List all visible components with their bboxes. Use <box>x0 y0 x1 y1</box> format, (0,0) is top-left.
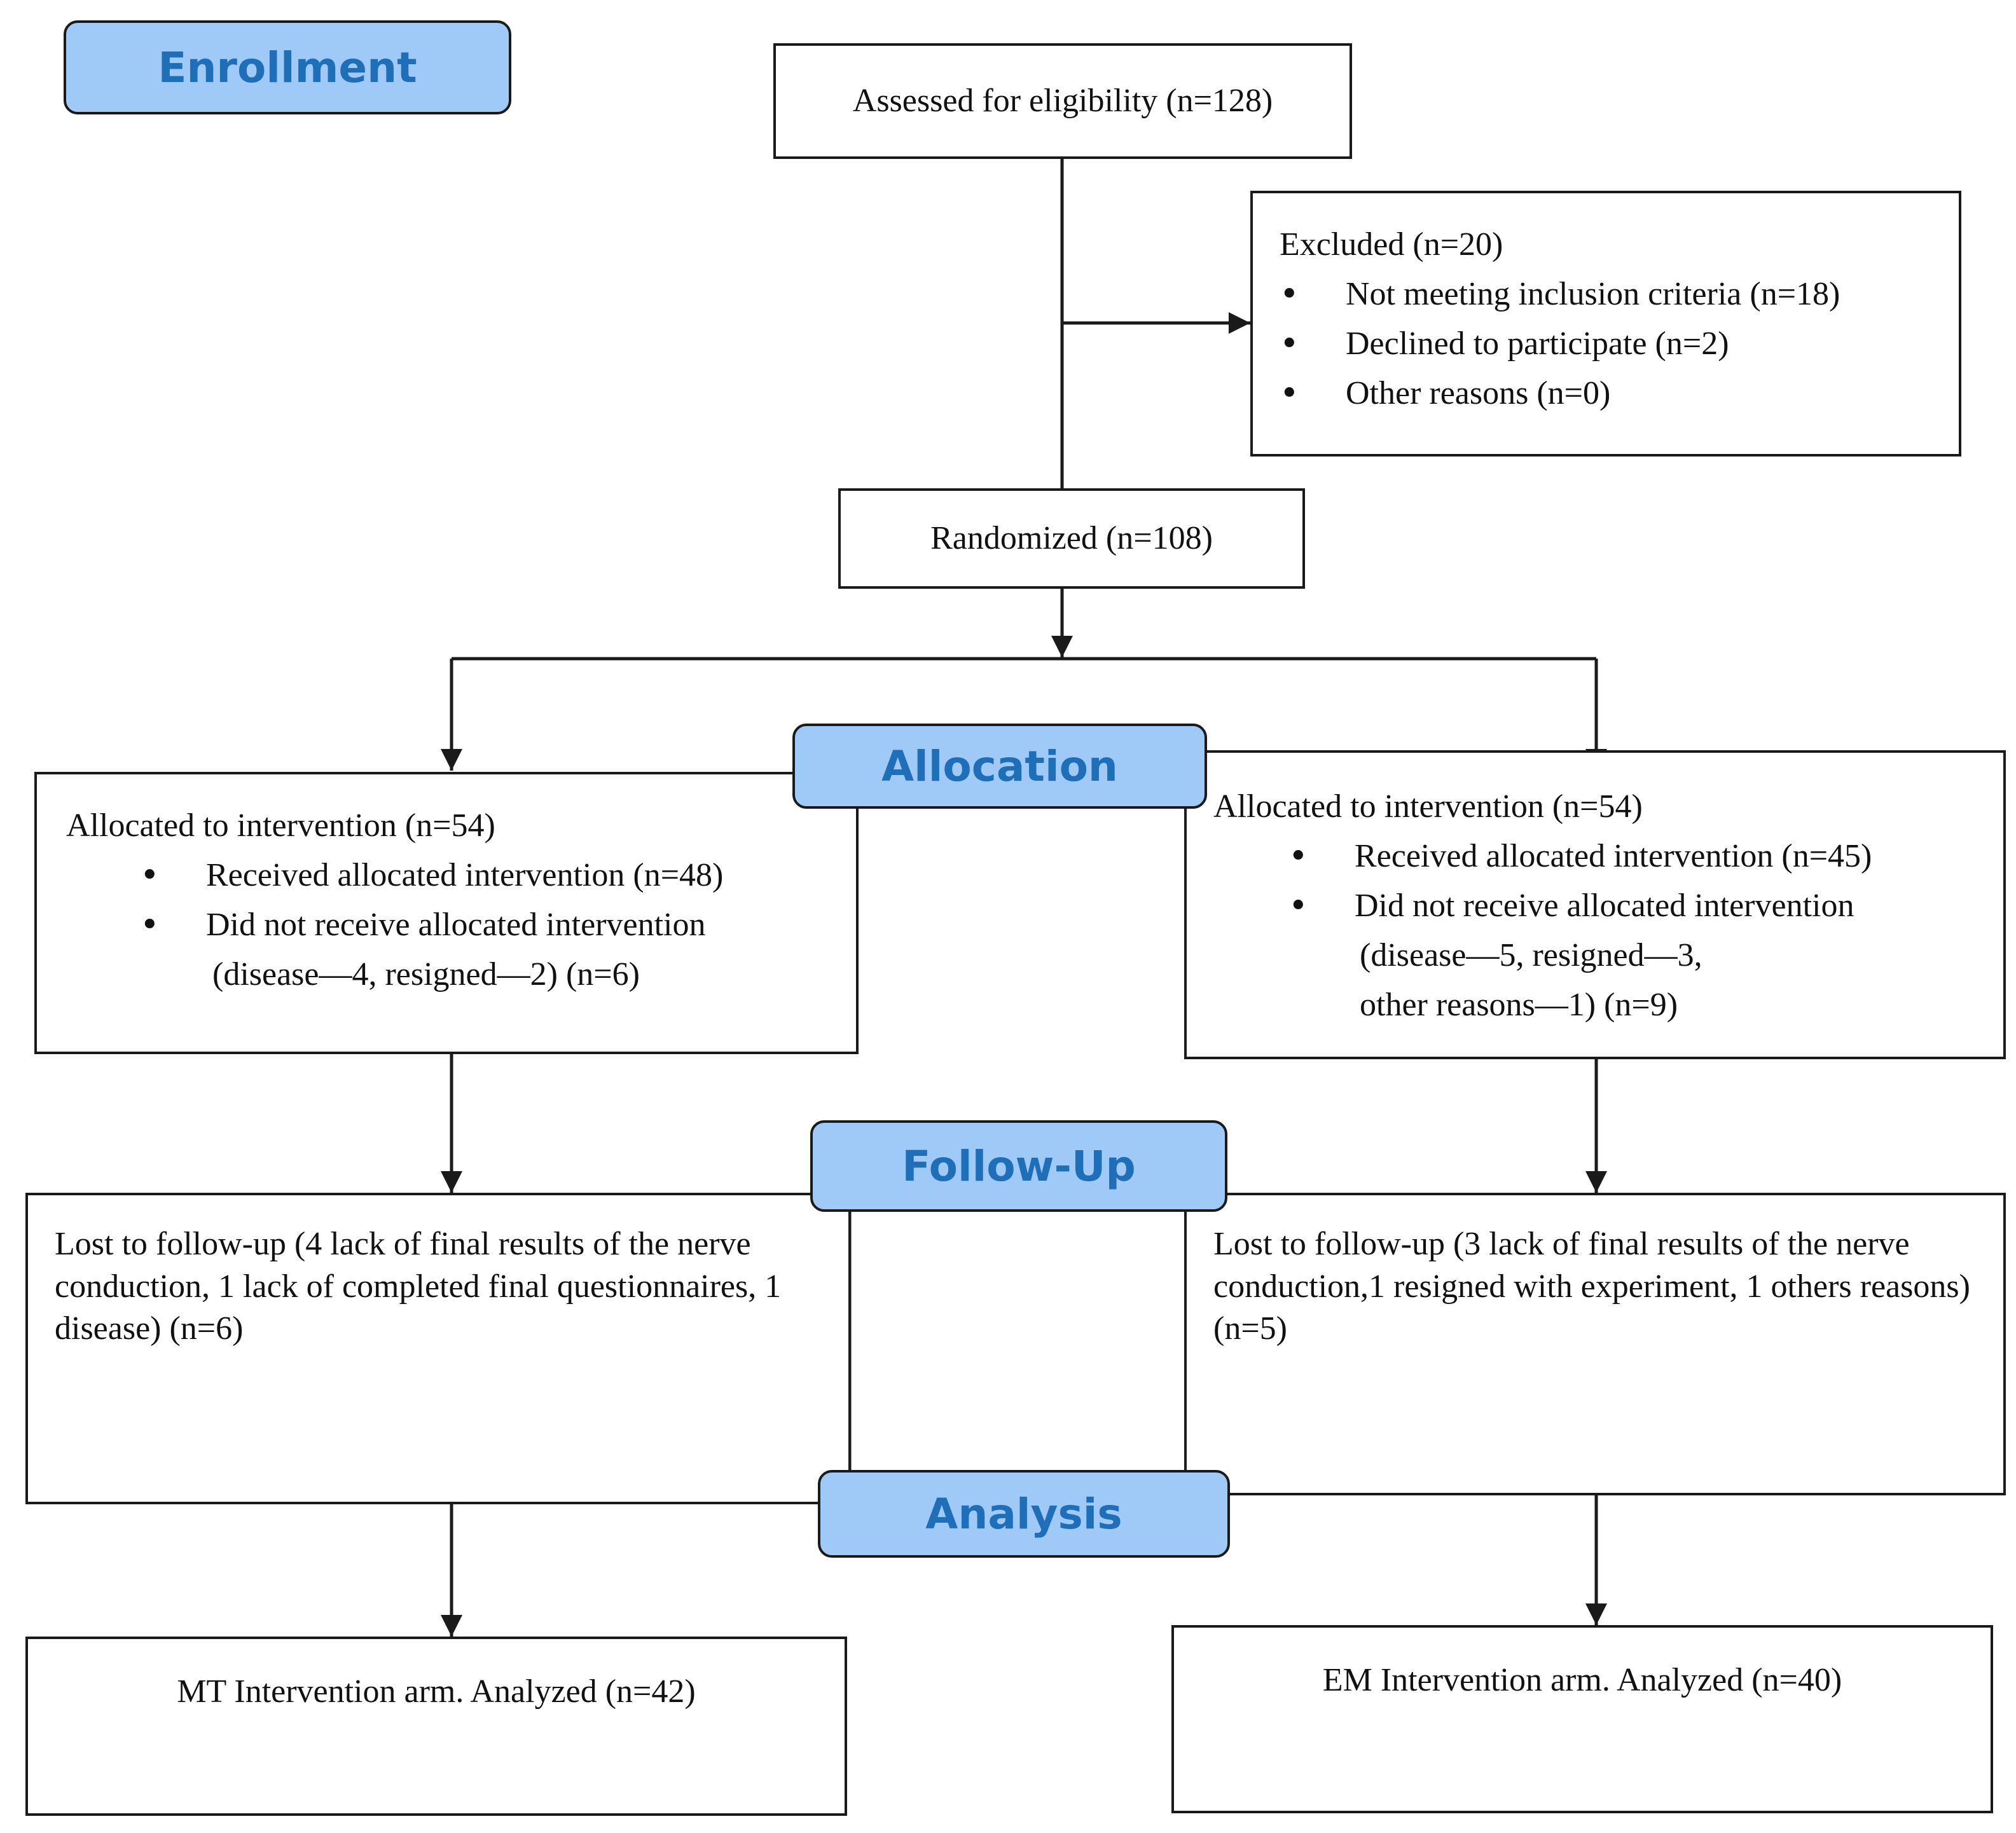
stage-enrollment: Enrollment <box>64 20 511 114</box>
allocation-right-item: Did not receive allocated intervention <box>1288 881 2003 931</box>
analysis-right-text: EM Intervention arm. Analyzed (n=40) <box>1322 1662 1842 1698</box>
randomized-box: Randomized (n=108) <box>838 488 1305 589</box>
followup-right-text: Lost to follow-up (3 lack of final resul… <box>1213 1226 1970 1347</box>
allocation-right-item: Received allocated intervention (n=45) <box>1288 832 2003 881</box>
analysis-left-text: MT Intervention arm. Analyzed (n=42) <box>177 1673 696 1710</box>
allocation-left-item: Did not receive allocated intervention <box>140 900 856 950</box>
stage-follow-up: Follow-Up <box>810 1120 1227 1212</box>
excluded-item: Declined to participate (n=2) <box>1280 319 1959 369</box>
excluded-box: Excluded (n=20) Not meeting inclusion cr… <box>1250 191 1961 457</box>
analysis-left-box: MT Intervention arm. Analyzed (n=42) <box>25 1637 847 1816</box>
stage-allocation: Allocation <box>792 724 1207 809</box>
allocation-right-box: Allocated to intervention (n=54) Receive… <box>1184 750 2006 1059</box>
allocation-left-note: (disease—4, resigned—2) (n=6) <box>212 956 640 992</box>
stage-analysis-label: Analysis <box>925 1489 1122 1539</box>
stage-analysis: Analysis <box>818 1470 1230 1558</box>
excluded-item: Not meeting inclusion criteria (n=18) <box>1280 270 1959 319</box>
assessed-box: Assessed for eligibility (n=128) <box>773 43 1352 159</box>
allocation-left-title: Allocated to intervention (n=54) <box>66 807 495 844</box>
allocation-right-note: (disease—5, resigned—3, <box>1360 937 1702 973</box>
allocation-left-list: Received allocated intervention (n=48) D… <box>140 851 856 950</box>
stage-follow-up-label: Follow-Up <box>902 1141 1136 1191</box>
allocation-left-item: Received allocated intervention (n=48) <box>140 851 856 900</box>
followup-right-box: Lost to follow-up (3 lack of final resul… <box>1184 1193 2006 1495</box>
stage-enrollment-label: Enrollment <box>158 43 417 92</box>
allocation-right-list: Received allocated intervention (n=45) D… <box>1288 832 2003 931</box>
excluded-title: Excluded (n=20) <box>1280 226 1503 263</box>
allocation-left-box: Allocated to intervention (n=54) Receive… <box>34 772 859 1054</box>
analysis-right-box: EM Intervention arm. Analyzed (n=40) <box>1171 1625 1993 1813</box>
followup-left-box: Lost to follow-up (4 lack of final resul… <box>25 1193 851 1504</box>
stage-allocation-label: Allocation <box>881 741 1118 791</box>
followup-left-text: Lost to follow-up (4 lack of final resul… <box>55 1226 782 1347</box>
allocation-right-note: other reasons—1) (n=9) <box>1360 987 1678 1023</box>
excluded-list: Not meeting inclusion criteria (n=18) De… <box>1280 270 1959 418</box>
allocation-right-title: Allocated to intervention (n=54) <box>1213 788 1643 825</box>
assessed-text: Assessed for eligibility (n=128) <box>852 83 1273 119</box>
randomized-text: Randomized (n=108) <box>930 520 1213 556</box>
excluded-item: Other reasons (n=0) <box>1280 369 1959 418</box>
